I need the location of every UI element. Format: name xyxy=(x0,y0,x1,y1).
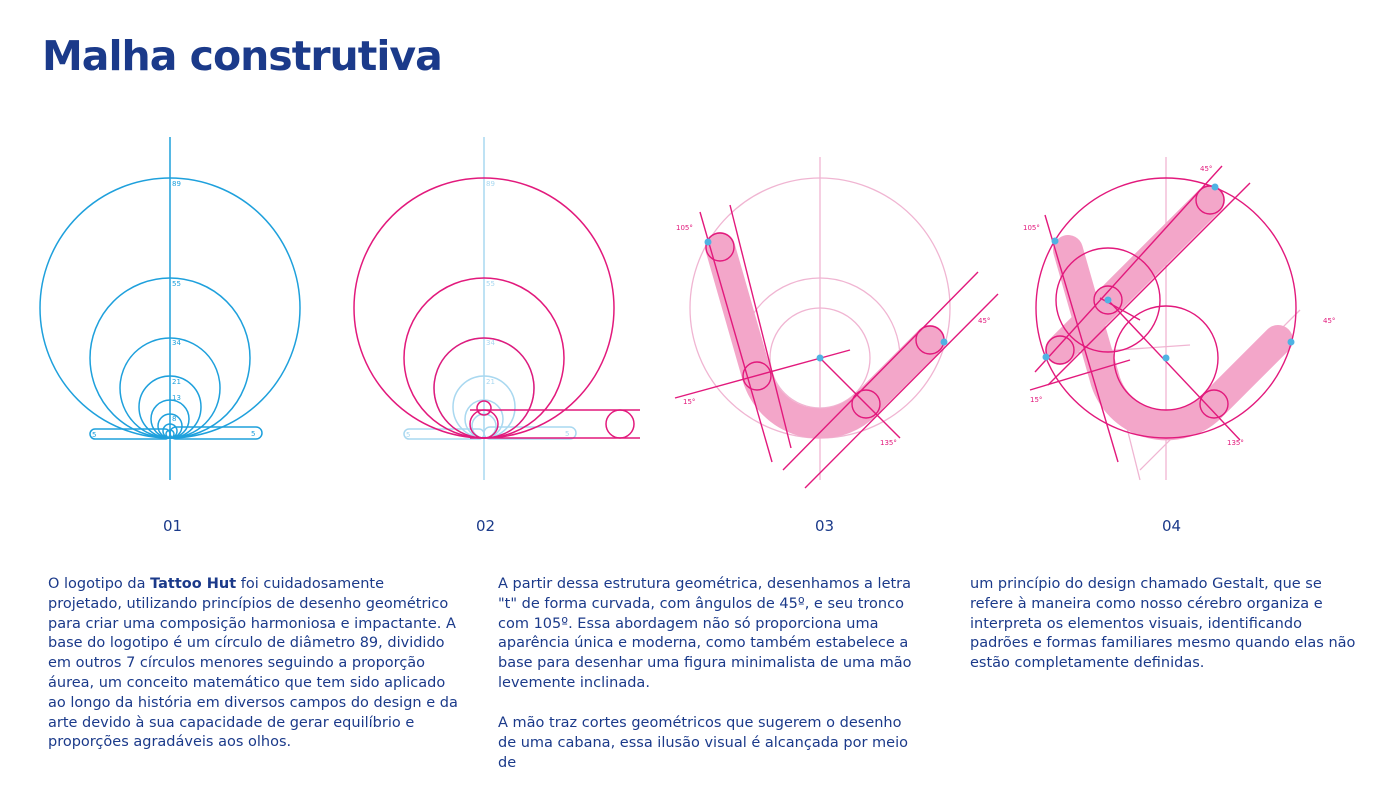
page-title: Malha construtiva xyxy=(42,32,443,80)
p1-body: foi cuidadosamente projetado, utilizando… xyxy=(48,576,458,751)
fig3-angle-15: 15° xyxy=(683,398,695,406)
fig4-angle-45-right: 45° xyxy=(1323,317,1335,325)
step-number-01: 01 xyxy=(163,517,183,535)
fig1-label-55: 55 xyxy=(172,280,181,288)
fig1-label-21: 21 xyxy=(172,378,181,386)
figure-01 xyxy=(39,137,301,480)
fig2-label-89: 89 xyxy=(486,180,495,188)
fig4-angle-15: 15° xyxy=(1030,396,1042,404)
construction-diagrams: 89 55 34 21 13 8 5 5 89 55 34 21 5 5 xyxy=(39,137,1335,489)
fig1-label-8: 8 xyxy=(172,415,176,423)
figure-02-guides xyxy=(403,137,577,480)
brand-name: Tattoo Hut xyxy=(150,576,237,592)
fig2-label-5-left: 5 xyxy=(406,431,410,439)
p1-intro: O logotipo da xyxy=(48,576,151,592)
step-number-02: 02 xyxy=(476,517,496,535)
fig3-angle-45: 45° xyxy=(978,317,990,325)
figure-02 xyxy=(353,177,640,439)
fig2-label-34: 34 xyxy=(486,339,495,347)
fig4-angle-45-top: 45° xyxy=(1200,165,1212,173)
step-number-04: 04 xyxy=(1162,517,1182,535)
fig1-label-5-right: 5 xyxy=(251,430,255,438)
fig1-bar-right xyxy=(169,426,263,440)
fig1-label-34: 34 xyxy=(172,339,181,347)
figure-03-dots xyxy=(704,238,948,362)
description-paragraph-2: A partir dessa estrutura geométrica, des… xyxy=(498,576,912,691)
fig3-angle-105: 105° xyxy=(676,224,693,232)
step-number-03: 03 xyxy=(815,517,835,535)
description-paragraph-1: O logotipo da Tattoo Hut foi cuidadosame… xyxy=(48,575,458,753)
figure-04-dots xyxy=(1042,183,1295,362)
figure-04-shape xyxy=(1045,185,1293,441)
figure-03-lines xyxy=(674,204,999,489)
fig2-end-circle xyxy=(605,409,635,439)
description-paragraph-3: A mão traz cortes geométricos que sugere… xyxy=(498,715,908,771)
figure-03-shape xyxy=(705,232,945,439)
description-paragraph-4: um princípio do design chamado Gestalt, … xyxy=(970,576,1356,672)
fig3-angle-135: 135° xyxy=(880,439,897,447)
fig1-label-89: 89 xyxy=(172,180,181,188)
fig2-label-55: 55 xyxy=(486,280,495,288)
fig4-angle-135: 135° xyxy=(1227,439,1244,447)
fig2-label-5-right: 5 xyxy=(565,430,569,438)
fig1-label-5-left: 5 xyxy=(92,431,96,439)
fig1-label-13: 13 xyxy=(172,394,181,402)
fig2-label-21: 21 xyxy=(486,378,495,386)
fig4-angle-105: 105° xyxy=(1023,224,1040,232)
fig2-circle-tiny xyxy=(476,400,492,416)
figure-04-lines xyxy=(1029,165,1297,463)
